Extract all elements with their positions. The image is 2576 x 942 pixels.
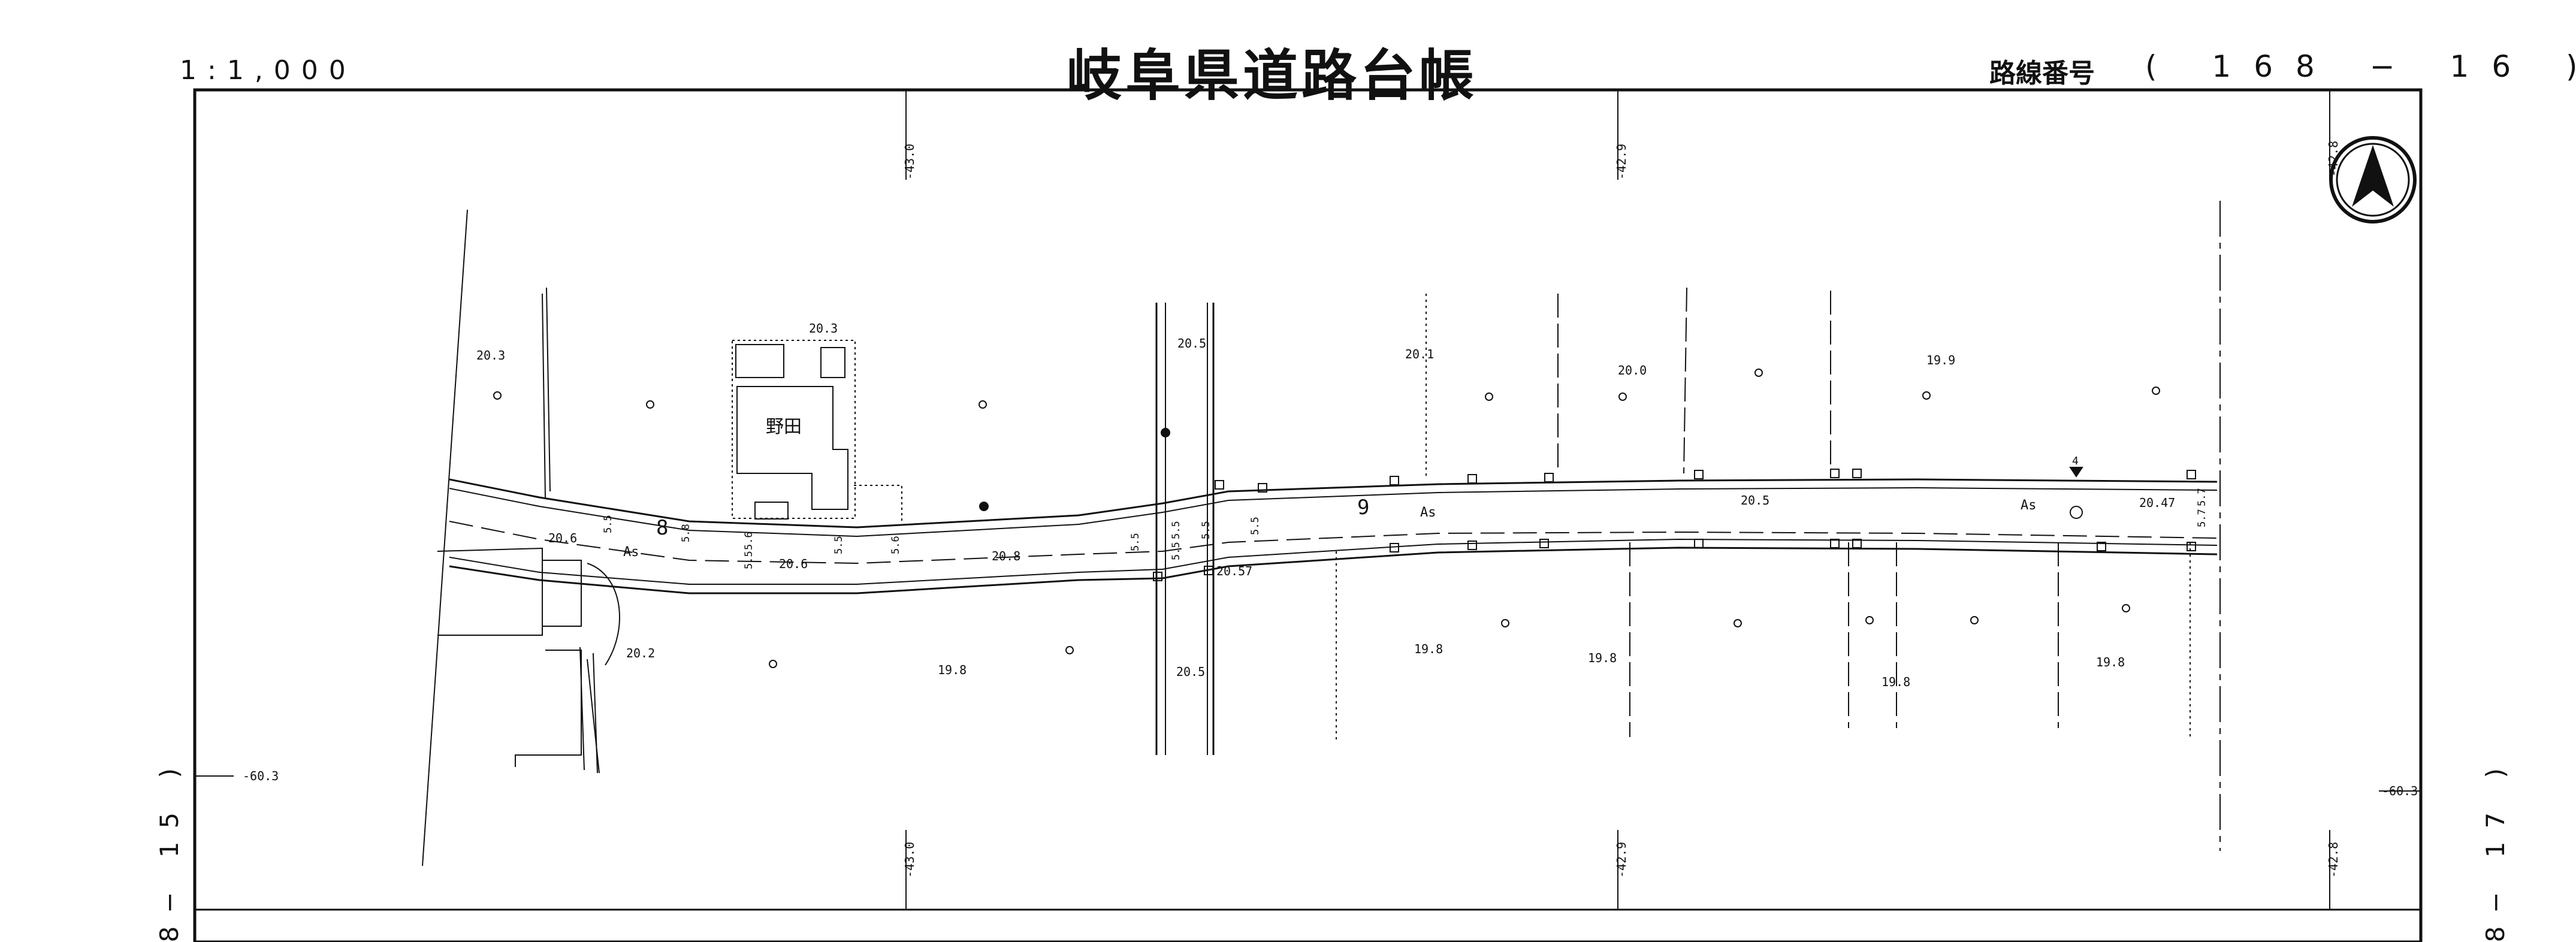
grid-label: -60.3 xyxy=(243,769,279,783)
adjacent-sheet-left: 8− 15 ) xyxy=(155,755,184,942)
surface-label: As xyxy=(623,545,639,560)
width-label: 5.5 xyxy=(743,551,755,569)
route-number-label: 路線番号 xyxy=(1989,58,2095,89)
width-label: 5.7 xyxy=(2196,488,2208,506)
elevation-label: 19.9 xyxy=(1926,353,1955,367)
width-labels: 5.5 5.8 5.6 5.5 5.6 5.5 5.5 5.5 5.5 5.5 … xyxy=(602,488,2208,569)
page-title: 岐阜県道路台帳 xyxy=(1067,44,1478,108)
elevation-label: 20.1 xyxy=(1405,347,1434,361)
elevation-label: 19.8 xyxy=(2096,655,2125,669)
map-symbols xyxy=(493,369,2196,668)
cross-road xyxy=(1155,303,1215,755)
elevation-label: 19.8 xyxy=(938,663,967,677)
north-arrow-icon xyxy=(2329,136,2417,224)
elevation-label: 20.6 xyxy=(779,557,808,571)
elevation-label: 20.3 xyxy=(809,321,838,336)
elevation-label: 20.3 xyxy=(476,348,505,363)
elevation-label: 20.2 xyxy=(626,646,655,660)
width-label: 5.6 xyxy=(890,536,902,554)
adjacent-sheet-right: 8− 17 ) xyxy=(2481,755,2510,942)
grid-label: -42.9 xyxy=(1614,842,1629,878)
elevation-label: 20.6 xyxy=(548,531,577,545)
width-label: 5.6 xyxy=(743,532,755,550)
boundary-lines xyxy=(1336,201,2221,851)
left-buildings xyxy=(422,209,620,866)
elevation-label: 20.5 xyxy=(1176,665,1205,679)
width-label: 5.5 xyxy=(602,515,614,533)
width-label: 5.5 xyxy=(1170,521,1182,539)
width-label: 5.5 xyxy=(1249,517,1261,535)
marker-number: 4 xyxy=(2072,455,2079,467)
elevation-label: 19.8 xyxy=(1588,651,1617,665)
map-scale: 1:1,000 xyxy=(180,55,357,86)
grid-label: -43.0 xyxy=(902,842,917,878)
elevation-label: 20.8 xyxy=(992,549,1020,563)
elevation-labels: 20.3 20.3 20.5 20.1 20.0 19.9 20.6 20.6 … xyxy=(476,321,2175,689)
elevation-label: 19.8 xyxy=(1414,642,1443,656)
width-label: 5.5 xyxy=(1130,533,1141,551)
elevation-label: 19.8 xyxy=(1882,675,1910,689)
noda-building xyxy=(732,340,902,521)
grid-label: -42.9 xyxy=(1614,144,1629,180)
elevation-label: 20.0 xyxy=(1618,363,1647,378)
elevation-label: 20.5 xyxy=(1741,493,1769,508)
width-label: 5.5 xyxy=(833,536,845,554)
elevation-label: 20.5 xyxy=(1177,336,1206,351)
width-label: 5.5 xyxy=(1170,542,1182,560)
main-road xyxy=(449,478,2218,594)
building-name: 野田 xyxy=(766,416,802,437)
surface-label: As xyxy=(1420,505,1436,520)
route-number: ( 168 − 16 ) xyxy=(2145,49,2576,84)
elevation-label: 20.47 xyxy=(2139,496,2175,510)
map-frame xyxy=(193,88,2423,942)
grid-label: -60.3 xyxy=(2382,784,2418,798)
section-number-8: 8 xyxy=(656,516,668,540)
width-label: 5.8 xyxy=(680,524,692,542)
grid-label: -43.0 xyxy=(902,144,917,180)
width-label: 5.7 xyxy=(2196,509,2208,527)
width-label: 5.5 xyxy=(1200,521,1212,539)
elevation-label: 20.57 xyxy=(1216,564,1252,578)
section-number-9: 9 xyxy=(1357,496,1369,520)
surface-label: As xyxy=(2021,498,2037,513)
grid-label: -42.8 xyxy=(2326,842,2341,878)
